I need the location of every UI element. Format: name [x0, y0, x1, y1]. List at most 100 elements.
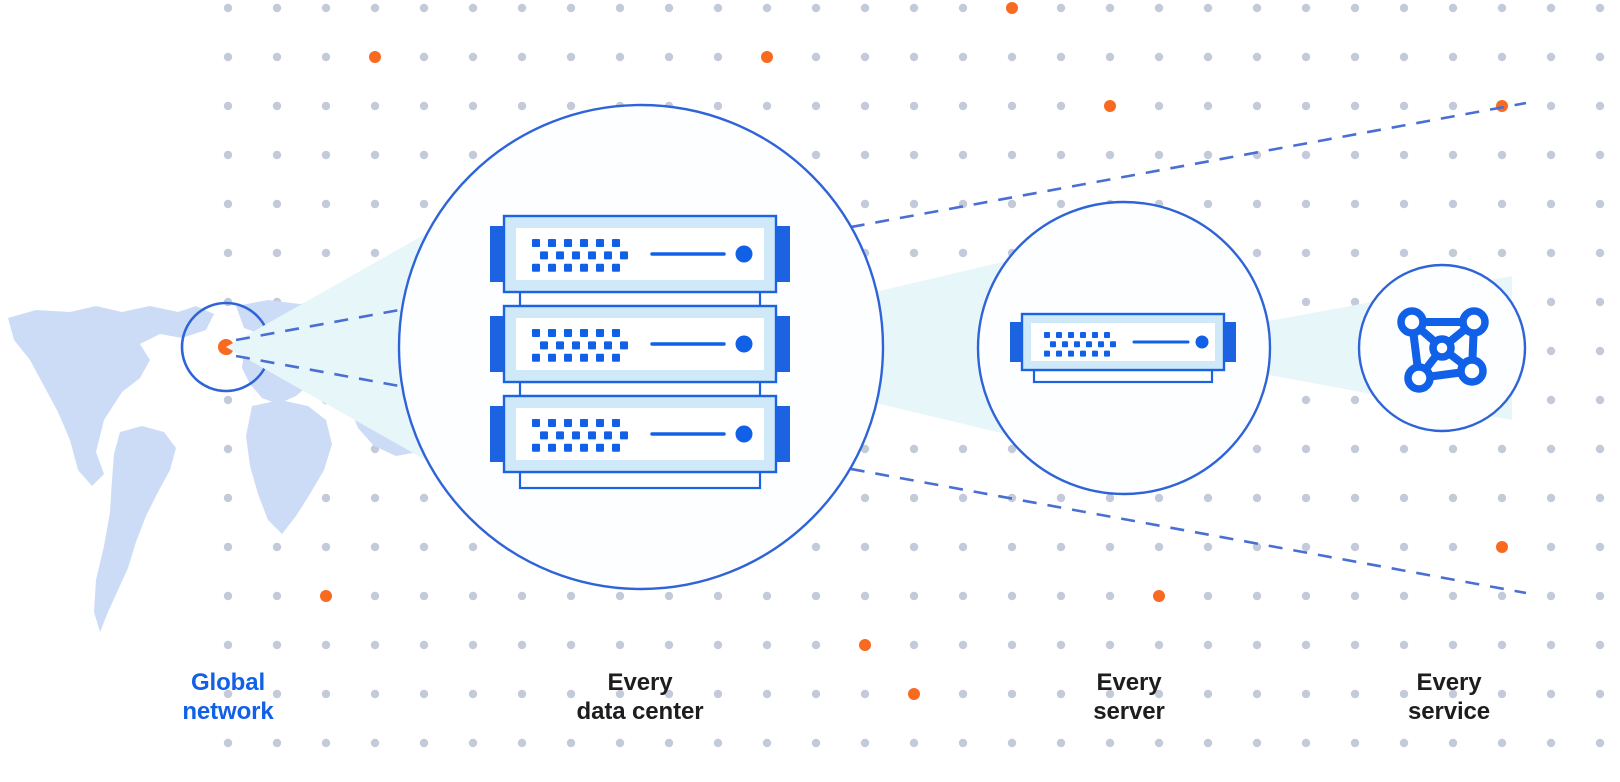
grid-dot — [811, 3, 821, 13]
server-tab-left — [1010, 322, 1024, 362]
grid-dot — [1301, 689, 1311, 699]
grid-dot — [1007, 150, 1017, 160]
grid-dot — [223, 591, 233, 601]
grid-dot — [1448, 493, 1458, 503]
grid-dot — [762, 3, 772, 13]
service-graph-node-bottom-right — [1457, 356, 1487, 386]
grid-dot — [370, 542, 380, 552]
grid-dot — [860, 101, 870, 111]
grid-dot — [1399, 738, 1409, 748]
rack-unit-faceplate — [516, 318, 764, 370]
grid-dot — [1105, 640, 1115, 650]
grid-dot — [321, 248, 331, 258]
grid-dot — [370, 199, 380, 209]
rack-base-plate — [518, 470, 762, 490]
grid-dot — [1056, 101, 1066, 111]
grid-dot — [468, 3, 478, 13]
grid-dot — [370, 248, 380, 258]
grid-dot-accent — [1496, 541, 1508, 553]
grid-dot — [1595, 150, 1605, 160]
led-dot — [532, 263, 540, 272]
grid-dot — [1105, 150, 1115, 160]
led-dot — [596, 419, 604, 427]
grid-dot — [1546, 3, 1556, 13]
grid-dot — [1595, 199, 1605, 209]
led-indicator-block — [1044, 332, 1116, 357]
stage-label-every-server: Every server — [1093, 669, 1165, 726]
grid-dot — [223, 444, 233, 454]
led-dot — [548, 353, 556, 362]
led-dot — [580, 329, 588, 337]
grid-dot — [909, 3, 919, 13]
led-dot — [596, 353, 604, 362]
grid-dot — [1448, 444, 1458, 454]
grid-dot — [419, 591, 429, 601]
grid-dot — [370, 3, 380, 13]
led-dot — [572, 341, 580, 350]
grid-dot — [664, 591, 674, 601]
grid-dot — [1007, 591, 1017, 601]
grid-dot — [615, 591, 625, 601]
grid-dot — [223, 395, 233, 405]
grid-dot — [419, 689, 429, 699]
grid-dot — [1301, 444, 1311, 454]
grid-dot — [1203, 591, 1213, 601]
grid-dot — [1448, 591, 1458, 601]
grid-dot — [370, 738, 380, 748]
grid-dot — [860, 689, 870, 699]
grid-dot — [468, 150, 478, 160]
grid-dot — [958, 542, 968, 552]
grid-dot — [1399, 444, 1409, 454]
grid-dot — [1350, 444, 1360, 454]
grid-dot — [713, 689, 723, 699]
grid-dot — [321, 150, 331, 160]
grid-dot — [1105, 3, 1115, 13]
led-dot — [1098, 341, 1104, 348]
led-dot — [596, 443, 604, 452]
grid-dot — [1497, 52, 1507, 62]
grid-dot — [1350, 689, 1360, 699]
grid-dot — [1350, 542, 1360, 552]
grid-dot — [1007, 640, 1017, 650]
grid-dot — [1350, 101, 1360, 111]
grid-dot-accent — [320, 590, 332, 602]
grid-dot — [1252, 444, 1262, 454]
grid-dot — [1252, 3, 1262, 13]
grid-dot — [1399, 493, 1409, 503]
grid-dot — [1448, 52, 1458, 62]
led-dot — [1044, 350, 1050, 357]
grid-dot — [860, 52, 870, 62]
grid-dot — [1546, 444, 1556, 454]
grid-dot — [958, 248, 968, 258]
led-dot — [1080, 332, 1086, 338]
grid-dot — [223, 150, 233, 160]
grid-dot — [419, 640, 429, 650]
grid-dot — [1154, 689, 1164, 699]
grid-dot — [958, 101, 968, 111]
grid-dot — [1595, 395, 1605, 405]
grid-dot — [419, 542, 429, 552]
grid-dot — [1448, 199, 1458, 209]
grid-dot — [517, 689, 527, 699]
led-dot — [548, 419, 556, 427]
grid-dot — [1399, 542, 1409, 552]
grid-dot — [1595, 738, 1605, 748]
led-dot — [580, 239, 588, 247]
grid-dot — [909, 591, 919, 601]
grid-dot — [321, 689, 331, 699]
rack-unit-tab-right — [774, 316, 790, 372]
grid-dot — [1203, 150, 1213, 160]
grid-dot — [762, 101, 772, 111]
grid-dot — [1399, 3, 1409, 13]
grid-dot — [811, 52, 821, 62]
grid-dot — [1399, 101, 1409, 111]
grid-dot — [272, 150, 282, 160]
grid-dot — [1007, 542, 1017, 552]
led-dot — [540, 431, 548, 440]
grid-dot — [762, 689, 772, 699]
grid-dot — [1154, 101, 1164, 111]
led-dot — [612, 263, 620, 272]
grid-dot — [468, 640, 478, 650]
grid-dot — [1056, 3, 1066, 13]
led-dot — [564, 263, 572, 272]
